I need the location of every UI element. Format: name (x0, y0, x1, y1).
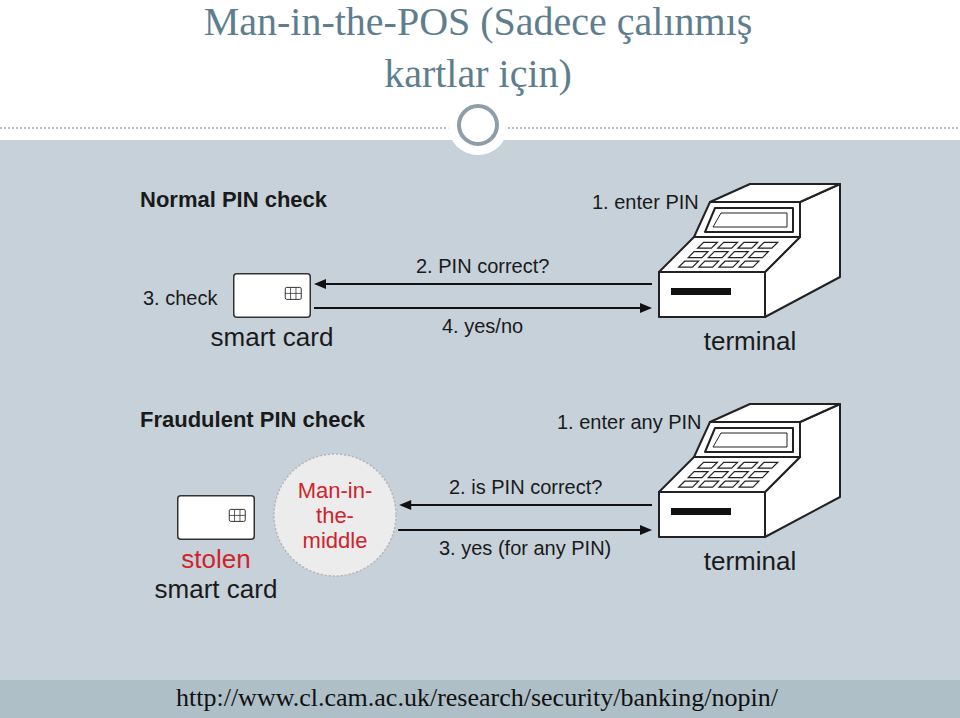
source-url: http://www.cl.cam.ac.uk/research/securit… (176, 682, 778, 714)
node-shape (655, 402, 845, 542)
screen-inner (713, 433, 787, 447)
node-caption: smart card (211, 322, 334, 352)
message-arrow (314, 303, 652, 313)
keypad-key (738, 462, 758, 468)
node-shape (233, 273, 311, 318)
smart-card: smart card (233, 273, 311, 318)
terminal-top (710, 184, 840, 202)
screen-inner (713, 213, 787, 227)
content-panel (0, 140, 960, 680)
keypad-key (698, 242, 718, 248)
smart-card: stolensmart card (177, 495, 255, 540)
terminal-top (710, 404, 840, 422)
step-label: 3. check (143, 286, 217, 310)
keypad-key (698, 462, 718, 468)
arrow-line (409, 504, 652, 506)
keypad-key (679, 481, 699, 487)
keypad-key (729, 252, 749, 258)
card-slot (671, 508, 731, 515)
node-label: smart card (211, 322, 334, 352)
circle-outline (274, 454, 396, 576)
keypad-key (719, 481, 739, 487)
card-chip (285, 287, 301, 299)
card-chip (229, 509, 245, 521)
arrow-line (314, 307, 642, 309)
terminal-front (659, 272, 765, 317)
card-slot (671, 288, 731, 295)
keypad-key (749, 252, 769, 258)
node-label: terminal (704, 326, 796, 356)
node-shape (177, 495, 255, 540)
step-label: 1. enter PIN (592, 190, 699, 214)
ornament-disc (448, 95, 508, 155)
terminal-screen (705, 428, 793, 452)
node-shape (655, 182, 845, 322)
keypad-key (699, 481, 719, 487)
terminal-housing-front (694, 422, 800, 457)
keypad-key (688, 252, 708, 258)
keypad-key (718, 242, 738, 248)
keypad-key (749, 472, 769, 478)
arrow-head (399, 500, 411, 510)
ornament-ring (459, 106, 497, 144)
keypad-key (699, 261, 719, 267)
keypad-key (758, 462, 778, 468)
keypad-key (708, 252, 728, 258)
message-arrow (314, 279, 652, 289)
slide-title: Man-in-the-POS (Sadece çalınmış kartlar … (178, 0, 778, 100)
message-arrow (398, 525, 652, 535)
chip-contacts (285, 287, 301, 299)
chip-contacts (229, 509, 245, 521)
card-body (178, 496, 255, 540)
keypad-key (739, 261, 759, 267)
circle-text-box: Man-in- the- middle (273, 453, 397, 577)
node-label: Man-in- the- middle (289, 478, 381, 553)
card-body (234, 274, 311, 318)
arrow-label: 3. yes (for any PIN) (439, 536, 611, 560)
node-label: stolen (155, 544, 278, 574)
keypad-key (719, 261, 739, 267)
attacker-circle: Man-in- the- middle (273, 453, 397, 577)
keypad-key (708, 472, 728, 478)
keypad-key (758, 242, 778, 248)
arrow-head (640, 525, 652, 535)
terminal-keypad (659, 237, 800, 272)
terminal-front (659, 492, 765, 537)
pos-terminal: terminal (655, 402, 845, 542)
keypad-key (718, 462, 738, 468)
arrow-head (640, 303, 652, 313)
arrow-line (324, 283, 652, 285)
arrow-line (398, 529, 642, 531)
section-heading: Fraudulent PIN check (140, 407, 365, 433)
node-caption: terminal (704, 326, 796, 356)
keypad-key (688, 472, 708, 478)
arrow-label: 2. is PIN correct? (449, 475, 602, 499)
keypad-key (739, 481, 759, 487)
step-label: 1. enter any PIN (557, 410, 702, 434)
terminal-keypad (659, 457, 800, 492)
terminal-screen (705, 208, 793, 232)
node-caption: terminal (704, 546, 796, 576)
terminal-housing-front (694, 202, 800, 237)
footer-bar (0, 680, 960, 718)
message-arrow (399, 500, 652, 510)
arrow-label: 2. PIN correct? (416, 254, 549, 278)
node-label: smart card (155, 574, 278, 604)
section-heading: Normal PIN check (140, 187, 327, 213)
keypad-key (679, 261, 699, 267)
node-label: terminal (704, 546, 796, 576)
keypad-key (729, 472, 749, 478)
node-caption: stolensmart card (155, 544, 278, 604)
arrow-label: 4. yes/no (442, 314, 523, 338)
keypad-key (738, 242, 758, 248)
arrow-head (314, 279, 326, 289)
pos-terminal: terminal (655, 182, 845, 322)
